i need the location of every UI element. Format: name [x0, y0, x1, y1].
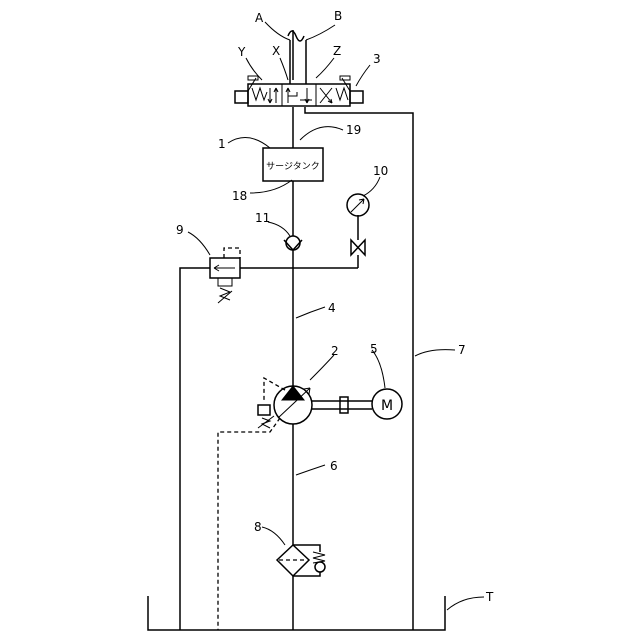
reference-labels: A B Y X Z 3 1 19 18 10 11 9 4 2 5 7 6 8 …: [176, 9, 494, 604]
gauge-branch-line: [293, 215, 358, 268]
label-1: 1: [218, 137, 226, 151]
motor-letter: M: [381, 398, 393, 414]
label-18: 18: [232, 189, 247, 203]
label-B: B: [334, 9, 342, 23]
label-X: X: [272, 44, 280, 58]
variable-displacement-pump: [258, 378, 312, 428]
label-11: 11: [255, 211, 270, 225]
leader-lines: [188, 22, 484, 610]
actuator-ports: [288, 31, 306, 84]
pump-drain-line: [218, 418, 280, 630]
label-9: 9: [176, 223, 184, 237]
pressure-gauge: [347, 194, 369, 216]
label-4: 4: [328, 301, 336, 315]
surge-tank: サージタンク: [263, 148, 323, 181]
label-6: 6: [330, 459, 338, 473]
suction-filter: [277, 540, 325, 580]
electric-motor: M: [372, 389, 402, 419]
label-Z: Z: [333, 44, 341, 58]
label-8: 8: [254, 520, 262, 534]
label-5: 5: [370, 342, 378, 356]
label-19: 19: [346, 123, 361, 137]
label-2: 2: [331, 344, 339, 358]
shaft-coupling: [312, 397, 372, 413]
tank: [148, 596, 445, 630]
surge-tank-label: サージタンク: [266, 161, 320, 172]
relief-valve: [210, 248, 240, 303]
relief-drain-line: [180, 268, 293, 630]
gauge-isolation-valve: [351, 240, 365, 255]
label-10: 10: [373, 164, 388, 178]
label-3: 3: [373, 52, 381, 66]
directional-control-valve: [235, 76, 363, 106]
label-Y: Y: [237, 45, 246, 59]
label-T: T: [485, 590, 494, 604]
label-A: A: [255, 11, 264, 25]
label-7: 7: [458, 343, 466, 357]
check-valve: [284, 236, 302, 250]
